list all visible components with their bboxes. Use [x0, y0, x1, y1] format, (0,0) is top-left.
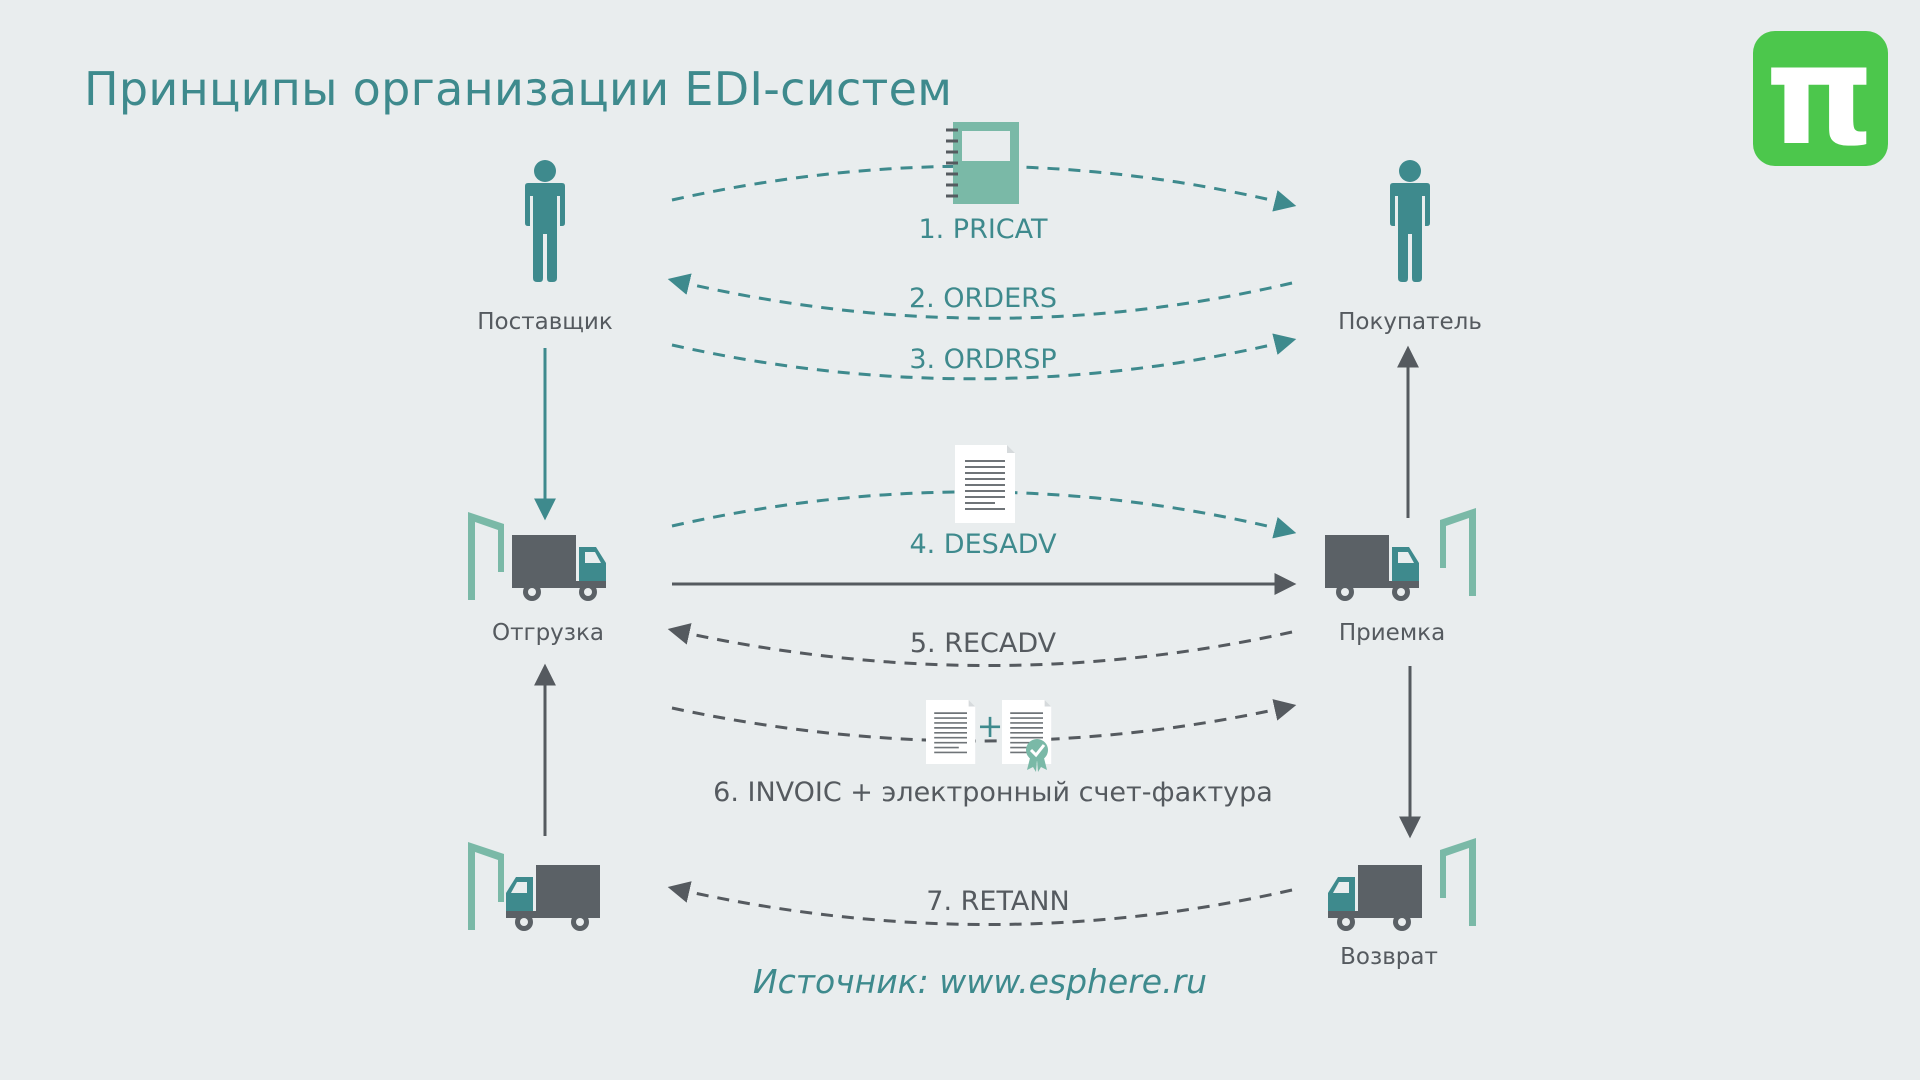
- arrow-retann: [667, 881, 1293, 926]
- plus-icon: +: [977, 707, 1004, 745]
- arrow-recadv: [667, 623, 1293, 667]
- receiving-truck-icon: [1325, 535, 1419, 601]
- message-desadv-label: 4. DESADV: [909, 529, 1057, 560]
- page-title: Принципы организации EDI-систем: [84, 62, 953, 116]
- pi-logo: π: [1753, 15, 1888, 176]
- shipment-gate-icon: [468, 512, 504, 600]
- message-pricat-label: 1. PRICAT: [918, 214, 1048, 245]
- return-truck-icon: [1328, 865, 1422, 931]
- certified-invoice-icon: [1001, 699, 1053, 772]
- desadv-document-icon: [954, 444, 1016, 524]
- message-retann-label: 7. RETANN: [926, 886, 1069, 917]
- arrow-ordrsp: [671, 333, 1297, 381]
- invoice-document-icon: [925, 699, 977, 765]
- return-origin-gate-icon: [468, 842, 504, 930]
- svg-text:π: π: [1765, 31, 1874, 166]
- shipment-truck-icon: [512, 535, 606, 601]
- return-label: Возврат: [1340, 944, 1438, 970]
- shipment-label: Отгрузка: [492, 620, 604, 646]
- arrow-orders: [667, 273, 1293, 320]
- receiving-label: Приемка: [1339, 620, 1445, 646]
- supplier-label: Поставщик: [477, 309, 613, 335]
- supplier-person-icon: [525, 160, 565, 282]
- return-gate-icon: [1440, 838, 1476, 926]
- message-orders-label: 2. ORDERS: [909, 283, 1057, 314]
- return-origin-truck-icon: [506, 865, 600, 931]
- message-recadv-label: 5. RECADV: [910, 628, 1057, 659]
- buyer-person-icon: [1390, 160, 1430, 282]
- message-ordrsp-label: 3. ORDRSP: [909, 344, 1056, 375]
- catalog-notebook-icon: [946, 122, 1019, 204]
- receiving-gate-icon: [1440, 508, 1476, 596]
- arrow-invoic: [671, 699, 1297, 743]
- buyer-label: Покупатель: [1338, 309, 1482, 335]
- pi-icon: π: [1753, 15, 1888, 176]
- message-invoic-label: 6. INVOIC + электронный счет-фактура: [713, 777, 1273, 808]
- source-caption: Источник: www.esphere.ru: [752, 962, 1208, 1001]
- arrow-pricat: [671, 164, 1297, 212]
- arrow-desadv: [671, 490, 1297, 539]
